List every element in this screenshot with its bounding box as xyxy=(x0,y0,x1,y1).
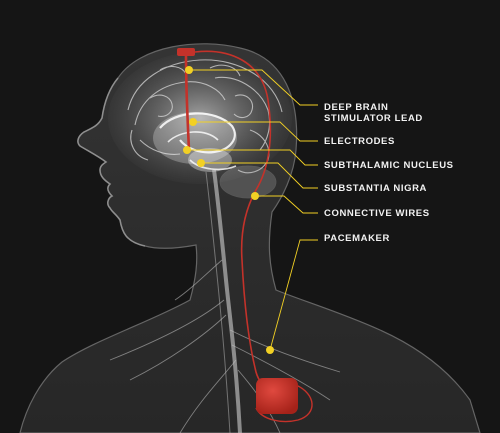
label-connective-wires: CONNECTIVE WIRES xyxy=(324,208,430,219)
dot-electrodes xyxy=(189,118,197,126)
label-pacemaker: PACEMAKER xyxy=(324,233,390,244)
label-lead-line-1: DEEP BRAIN xyxy=(324,102,389,113)
face-profile xyxy=(77,77,146,247)
connective-wire-loop xyxy=(255,384,313,423)
leader-lines xyxy=(187,69,318,351)
spinal-cord xyxy=(212,169,242,433)
cerebellum xyxy=(219,165,277,199)
stimulator-lead xyxy=(184,53,191,151)
dot-lead xyxy=(185,66,193,74)
label-subthalamic-nucleus: SUBTHALAMIC NUCLEUS xyxy=(324,160,454,171)
spinal-cord-edge xyxy=(205,171,231,433)
pacemaker-device xyxy=(256,378,298,414)
dot-wires xyxy=(251,192,259,200)
nerves xyxy=(109,259,341,433)
label-deep-brain-stimulator-lead: DEEP BRAIN STIMULATOR LEAD xyxy=(324,102,423,124)
label-lead-line-2: STIMULATOR LEAD xyxy=(324,113,423,124)
brain xyxy=(108,52,292,184)
burr-hole-cap xyxy=(177,48,195,56)
dot-pacemaker xyxy=(266,346,274,354)
connective-wire xyxy=(194,50,281,392)
label-electrodes: ELECTRODES xyxy=(324,136,395,147)
label-substantia-nigra: SUBSTANTIA NIGRA xyxy=(324,183,428,194)
leader-dots xyxy=(183,66,274,354)
dot-substantia xyxy=(197,159,205,167)
dot-subthalamic xyxy=(183,146,191,154)
